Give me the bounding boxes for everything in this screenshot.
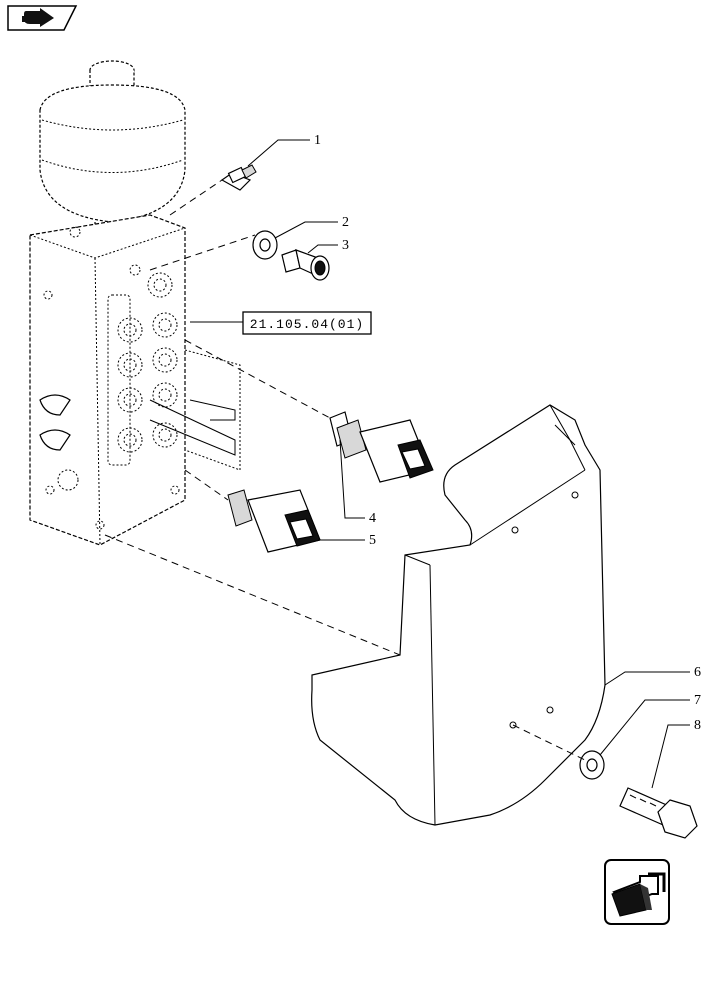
reference-box[interactable]: 21.105.04(01) — [190, 311, 372, 335]
callout-4: 4 — [369, 511, 376, 526]
part-7-washer — [579, 750, 605, 780]
reference-label: 21.105.04(01) — [250, 317, 364, 332]
accumulator — [39, 60, 186, 241]
callout-labels: 1 2 3 4 5 6 7 8 — [314, 133, 701, 733]
part-3-switch — [281, 249, 330, 281]
part-5-solenoid-valve — [227, 489, 321, 553]
assembly-lines — [104, 179, 586, 761]
callout-leaders — [247, 139, 690, 789]
part-2-washer — [252, 230, 278, 260]
callout-7: 7 — [694, 693, 701, 708]
part-1-sensor — [220, 164, 257, 191]
callout-5: 5 — [369, 533, 376, 548]
callout-1: 1 — [314, 133, 321, 148]
callout-3: 3 — [342, 238, 349, 253]
part-6-bracket — [311, 404, 606, 826]
valve-block — [29, 214, 241, 546]
callout-2: 2 — [342, 215, 349, 230]
part-8-bolt — [619, 787, 698, 839]
next-page-icon[interactable] — [604, 859, 670, 925]
callout-6: 6 — [694, 665, 701, 680]
previous-page-icon[interactable] — [7, 5, 78, 31]
part-4-solenoid-valve — [329, 411, 434, 483]
callout-8: 8 — [694, 718, 701, 733]
